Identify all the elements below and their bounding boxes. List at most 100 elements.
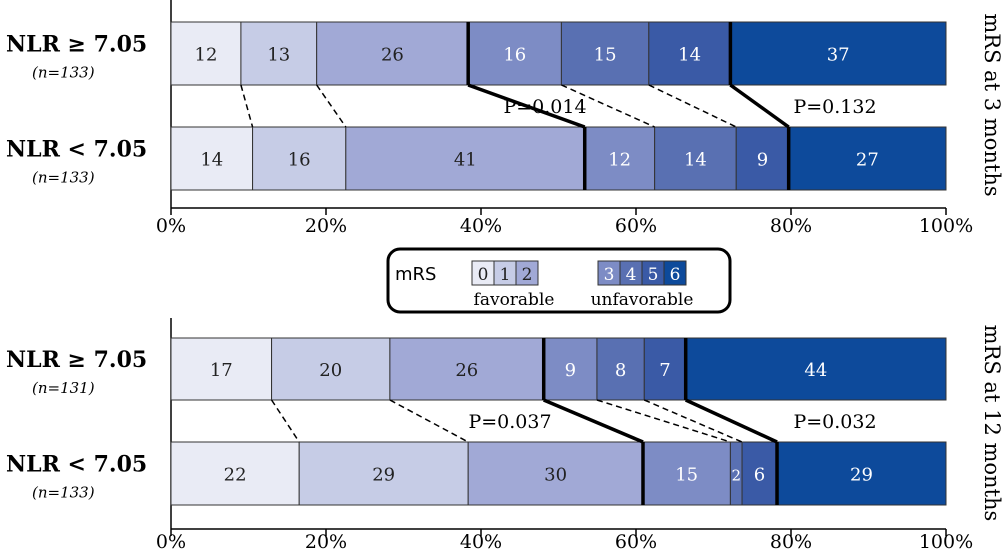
legend-unfavorable-label: unfavorable — [591, 290, 694, 310]
x-tick-label: 100% — [919, 215, 973, 237]
segment-label: 29 — [372, 465, 395, 486]
legend-title: mRS — [395, 264, 436, 285]
legend-swatch-label: 4 — [626, 265, 637, 285]
bar-segment — [776, 441, 947, 506]
bar-segment — [685, 337, 947, 401]
bar-segment — [170, 21, 242, 86]
segment-label: 16 — [503, 45, 526, 66]
bar-segment — [642, 441, 731, 506]
connector-dashed — [240, 84, 254, 128]
segment-label: 14 — [678, 45, 701, 66]
bar-segment — [643, 337, 687, 401]
x-tick-label: 60% — [615, 531, 657, 551]
legend-swatch-label: 6 — [670, 265, 681, 285]
x-tick-label: 80% — [770, 531, 812, 551]
legend-swatch-label: 0 — [478, 265, 489, 285]
connector-solid — [543, 398, 644, 444]
connector-dashed — [648, 84, 737, 128]
segment-label: 13 — [267, 45, 290, 66]
bar-segment — [298, 441, 469, 506]
side-label: mRS at 12 months — [980, 325, 1003, 522]
group-label: NLR ≥ 7.05 — [6, 32, 147, 58]
group-sublabel: (n=133) — [32, 64, 95, 82]
segment-label: 12 — [608, 150, 631, 171]
bar-segment — [741, 441, 778, 506]
bar-segment — [596, 337, 645, 401]
bar-segment — [240, 21, 318, 86]
legend-swatch-label: 2 — [522, 265, 533, 285]
segment-label: 9 — [565, 360, 576, 381]
x-tick-label: 80% — [770, 215, 812, 237]
x-tick-label: 100% — [919, 531, 973, 551]
bar-segment — [735, 126, 790, 191]
segment-label: 41 — [454, 150, 477, 171]
bar-segment — [654, 126, 737, 191]
bar-segment — [389, 337, 545, 401]
bar-segment — [170, 441, 300, 506]
segment-label: 27 — [856, 150, 879, 171]
p-value-annotation: P=0.037 — [468, 411, 551, 433]
x-tick-label: 20% — [305, 531, 347, 551]
p-value-annotation: P=0.132 — [793, 96, 876, 118]
legend-swatch-label: 5 — [648, 265, 659, 285]
connector-dashed — [316, 84, 347, 128]
segment-label: 29 — [850, 465, 873, 486]
x-tick-label: 0% — [156, 215, 186, 237]
connector-dashed — [270, 399, 300, 443]
p-value-annotation: P=0.014 — [503, 96, 586, 118]
group-label: NLR ≥ 7.05 — [6, 347, 147, 373]
bar-segment — [345, 126, 586, 191]
bar-segment — [788, 126, 947, 191]
x-tick-label: 40% — [460, 215, 502, 237]
legend-swatch-label: 3 — [604, 265, 615, 285]
connector-solid — [729, 83, 790, 129]
group-label: NLR < 7.05 — [6, 137, 147, 163]
segment-label: 20 — [319, 360, 342, 381]
bar-segment — [467, 441, 644, 506]
segment-label: 2 — [731, 467, 741, 485]
group-sublabel: (n=133) — [32, 484, 95, 502]
segment-label: 12 — [195, 45, 218, 66]
x-tick-label: 60% — [615, 215, 657, 237]
segment-label: 6 — [754, 465, 765, 486]
bar-segment — [729, 21, 947, 86]
segment-label: 30 — [544, 465, 567, 486]
group-sublabel: (n=131) — [32, 379, 95, 397]
segment-label: 14 — [200, 150, 223, 171]
group-sublabel: (n=133) — [32, 169, 95, 187]
bar-segment — [543, 337, 598, 401]
side-label: mRS at 3 months — [980, 13, 1003, 196]
connector-dashed — [389, 399, 469, 443]
segment-label: 44 — [804, 360, 827, 381]
x-tick-label: 20% — [305, 215, 347, 237]
segment-label: 8 — [615, 360, 626, 381]
segment-label: 16 — [288, 150, 311, 171]
connector-dashed — [643, 399, 743, 443]
group-label: NLR < 7.05 — [6, 452, 147, 478]
segment-label: 37 — [827, 45, 850, 66]
legend-favorable-label: favorable — [474, 290, 555, 310]
connector-dashed — [596, 399, 731, 443]
segment-label: 15 — [675, 465, 698, 486]
segment-label: 22 — [224, 465, 247, 486]
p-value-annotation: P=0.032 — [793, 411, 876, 433]
x-tick-label: 40% — [460, 531, 502, 551]
segment-label: 7 — [659, 360, 670, 381]
segment-label: 17 — [210, 360, 233, 381]
bar-segment — [648, 21, 731, 86]
segment-label: 15 — [594, 45, 617, 66]
legend-swatch — [663, 260, 687, 286]
connector-dashed — [561, 84, 655, 128]
segment-label: 26 — [455, 360, 478, 381]
connector-solid — [684, 398, 778, 444]
connector-solid — [467, 83, 586, 129]
legend-swatch-label: 1 — [500, 265, 511, 285]
bar-segment — [271, 337, 391, 401]
bar-segment — [316, 21, 469, 86]
segment-label: 9 — [757, 150, 768, 171]
segment-label: 14 — [684, 150, 707, 171]
